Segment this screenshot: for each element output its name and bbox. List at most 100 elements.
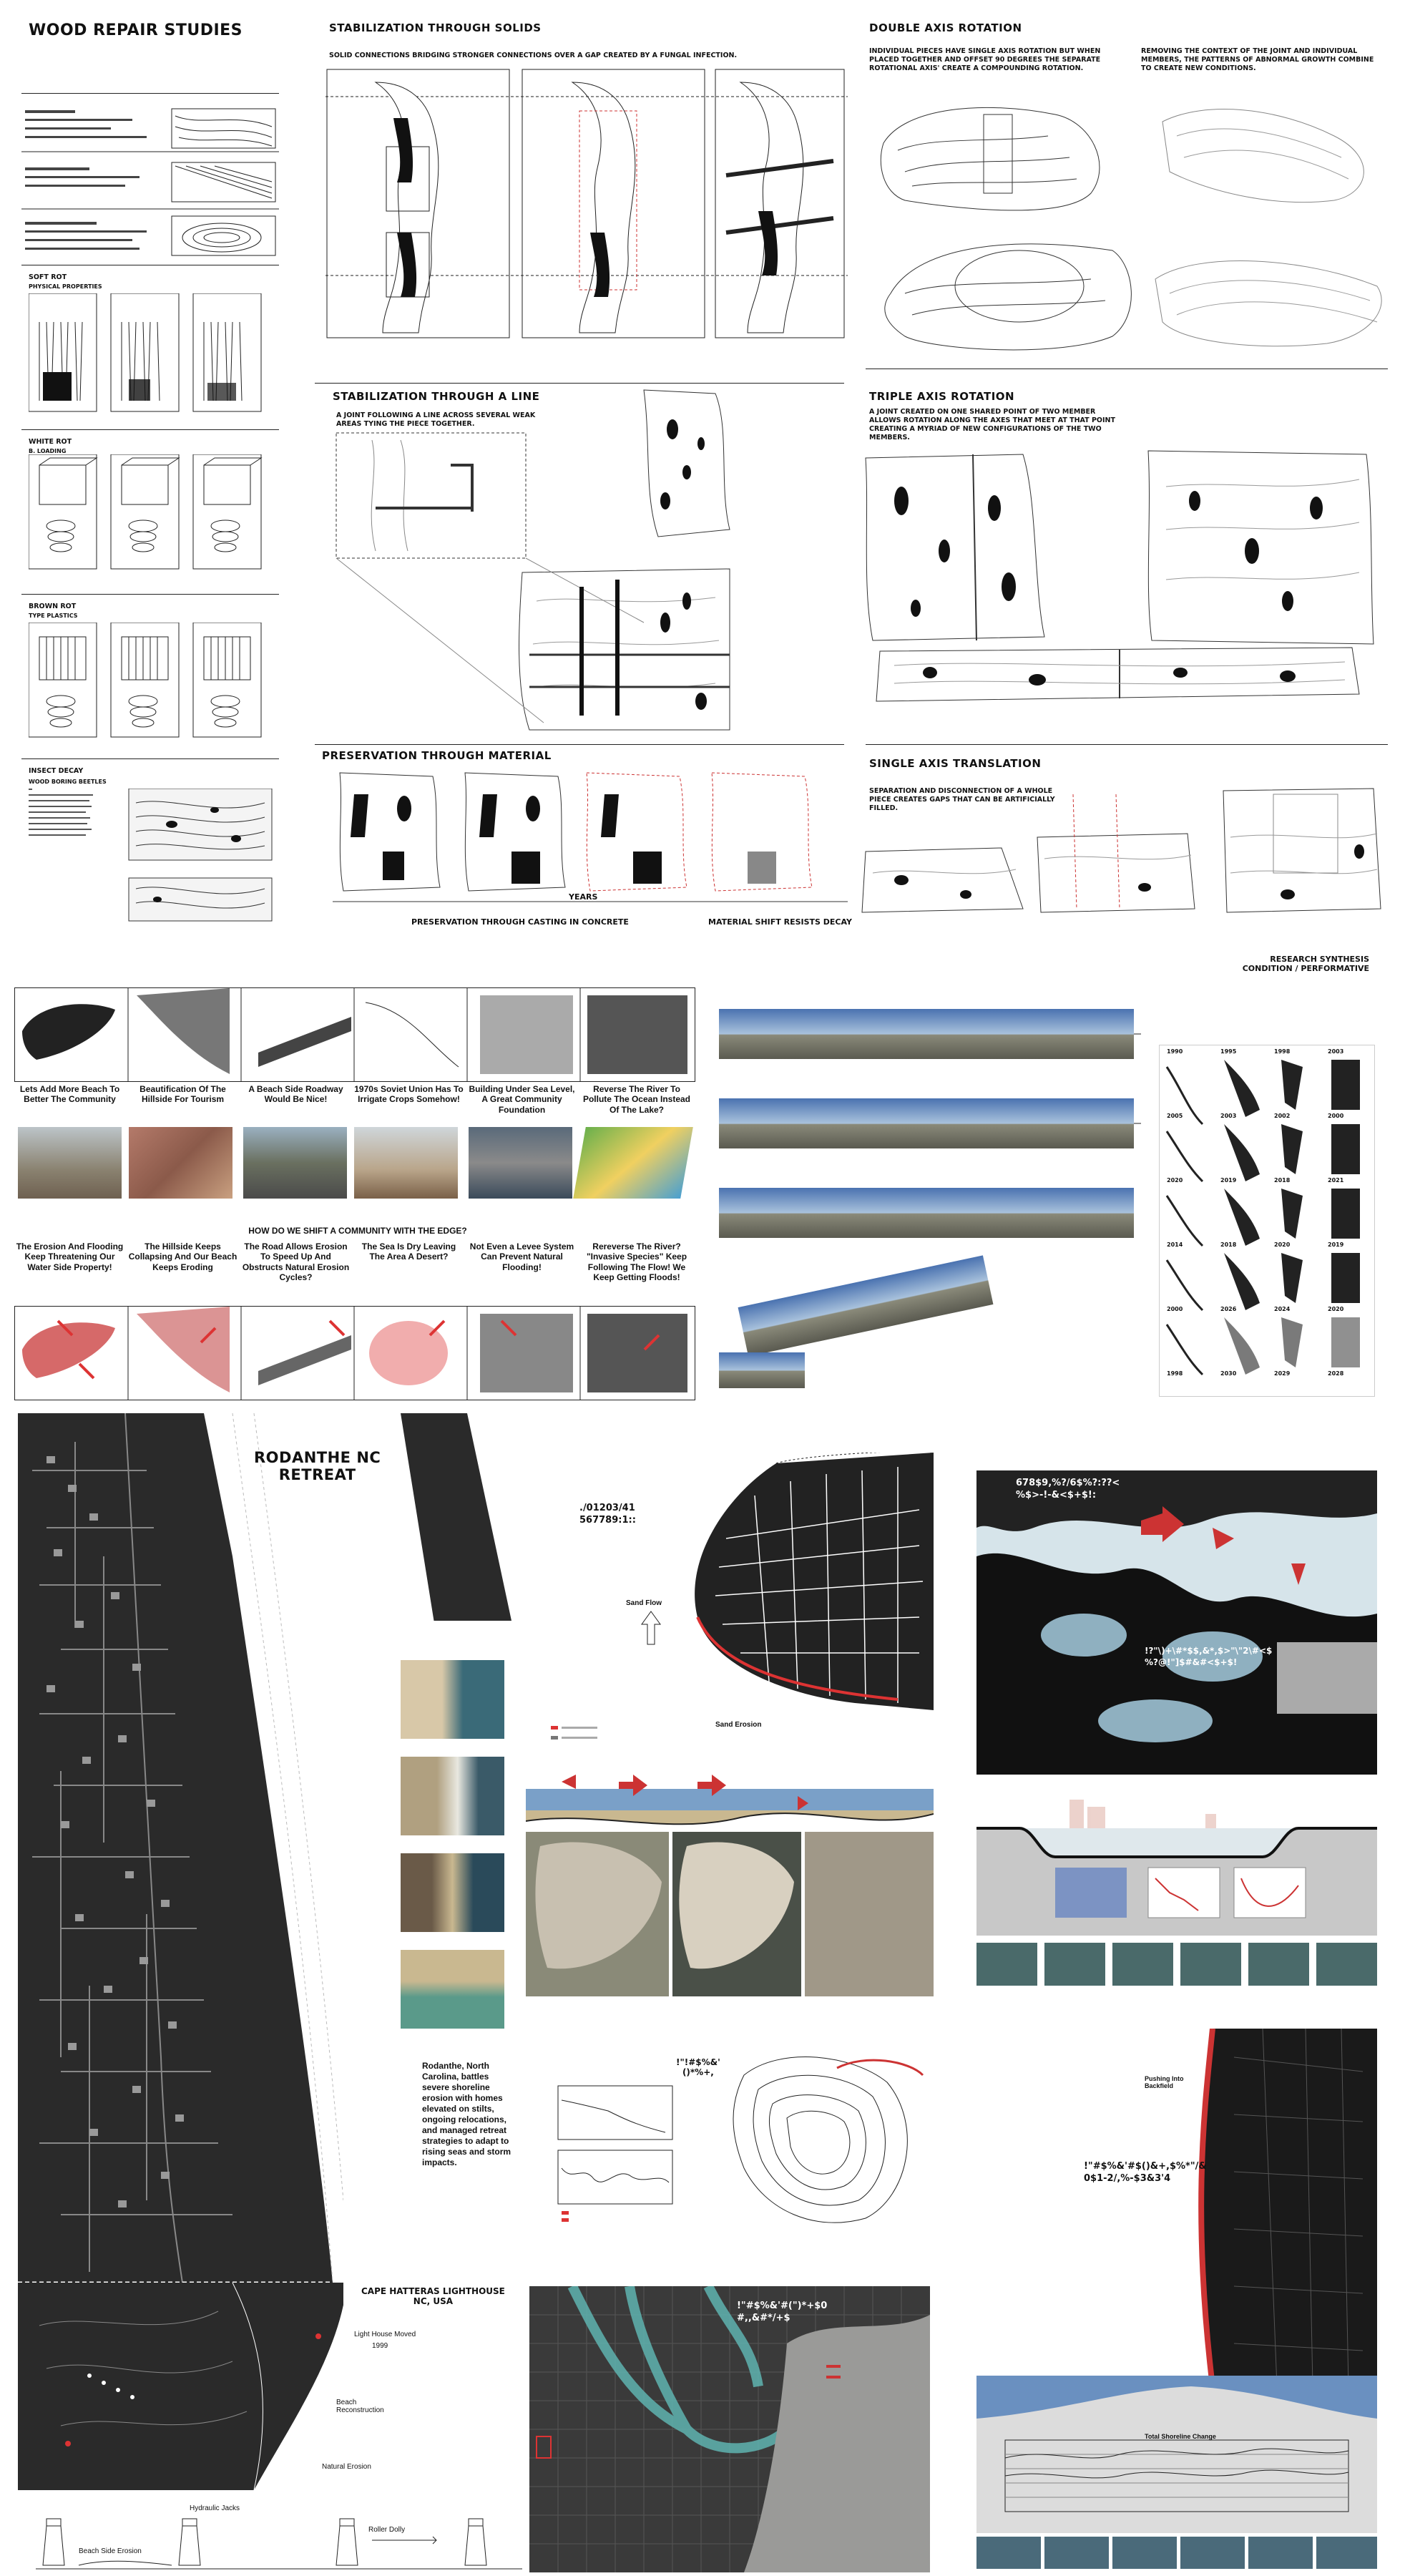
- beach-side-erosion-label: Beach Side Erosion: [79, 2547, 142, 2555]
- cyan-river-map: [529, 2286, 930, 2572]
- garbled-line-9: !"#$%&'#$()&+,$%*"/&: [1084, 2161, 1207, 2172]
- question-2b: The Hillside Keeps Collapsing And Our Be…: [128, 1241, 238, 1272]
- garbled-line-6: %?@!"]$#&#<$+$!: [1145, 1657, 1238, 1667]
- preservation-drawing: [333, 772, 848, 902]
- photo-roadway: [243, 1127, 347, 1199]
- right-dark-map-svg: [976, 2029, 1364, 2386]
- cyan-river-map-svg: [529, 2286, 930, 2572]
- year-label: 2003: [1328, 1048, 1344, 1055]
- year-label: 2005: [1167, 1113, 1183, 1119]
- lighthouse-title: CAPE HATTERAS LIGHTHOUSE NC, USA: [361, 2286, 505, 2306]
- lighthouse-map: [18, 2282, 347, 2491]
- brown-rot-sub: TYPE PLASTICS: [29, 613, 78, 619]
- white-rot-sub: B. LOADING: [29, 448, 67, 454]
- photo-beach-1: [18, 1127, 122, 1199]
- year-label: 1998: [1274, 1048, 1291, 1055]
- insect-decay-drawings: [29, 789, 273, 922]
- year-label: 2020: [1328, 1306, 1344, 1312]
- lighthouse-map-svg: [39, 2282, 347, 2491]
- year-label: 2020: [1274, 1241, 1291, 1248]
- stab-line-desc: A JOINT FOLLOWING A LINE ACROSS SEVERAL …: [336, 411, 536, 428]
- shoreline-chart: [976, 2376, 1377, 2569]
- year-label: 2018: [1220, 1241, 1237, 1248]
- aerial-photo-3: [401, 1853, 504, 1932]
- year-label: 2028: [1328, 1370, 1344, 1377]
- insect-decay-label: INSECT DECAY: [29, 767, 84, 775]
- year-label: 2014: [1167, 1241, 1183, 1248]
- left-studies-column: SOFT ROT PHYSICAL PROPERTIES WHITE ROT B…: [21, 86, 279, 930]
- photo-ships: [354, 1127, 458, 1199]
- beach-recon-label: Beach Reconstruction: [336, 2399, 384, 2414]
- bottom-map-strip-svg: [22, 1307, 687, 1400]
- right-flood-map-svg: [976, 1470, 1377, 1775]
- rodanthe-sheet: RODANTHE NC RETREAT Rodanthe, North Caro…: [0, 1410, 1405, 2576]
- garbled-line-10: 0$1-2/,%-$3&3'4: [1084, 2172, 1171, 2184]
- white-rot-diagrams: [29, 454, 263, 570]
- right-flood-map: [976, 1470, 1377, 1775]
- insect-decay-sub: WOOD BORING BEETLES: [29, 779, 107, 785]
- garbled-line-1: ./01203/41: [579, 1503, 635, 1513]
- preservation-caption-1: PRESERVATION THROUGH CASTING IN CONCRETE: [411, 917, 629, 927]
- garbled-line-12: #,,&#*/+$: [737, 2312, 790, 2323]
- garbled-text-right-3: !"#$%&'#$()&+,$%*"/& 0$1-2/,%-$3&3'4: [1084, 2161, 1207, 2185]
- soft-rot-diagrams: [29, 293, 262, 412]
- garbled-line-11: !"#$%&'#(")*+$0: [737, 2301, 828, 2311]
- right-section-elevation: [976, 1800, 1377, 1986]
- double-axis-drawing: [880, 107, 1382, 351]
- triple-axis-title: TRIPLE AXIS ROTATION: [869, 390, 1015, 403]
- question-4a: 1970s Soviet Union Has To Irrigate Crops…: [354, 1084, 464, 1105]
- aerial-photo-4: [401, 1950, 504, 2029]
- garbled-line-7: !"!#$%&': [676, 2057, 720, 2067]
- rodanthe-title-line2: RETREAT: [278, 1466, 356, 1483]
- triple-axis-drawing: [865, 450, 1374, 702]
- garbled-text-right-2: !?"\)+\#*$$,&*,$>"\"2\#<$ %?@!"]$#&#<$+$…: [1145, 1646, 1272, 1668]
- research-header-line2: CONDITION / PERFORMATIVE: [1242, 964, 1369, 973]
- white-rot-label: WHITE ROT: [29, 438, 72, 446]
- question-5b: Not Even a Levee System Can Prevent Natu…: [469, 1241, 574, 1272]
- year-label: 1998: [1167, 1370, 1183, 1377]
- question-3a: A Beach Side Roadway Would Be Nice!: [248, 1084, 343, 1105]
- roller-label: Roller Dolly: [368, 2526, 406, 2534]
- preservation-title: PRESERVATION THROUGH MATERIAL: [322, 749, 552, 762]
- center-question: HOW DO WE SHIFT A COMMUNITY WITH THE EDG…: [248, 1226, 467, 1236]
- year-label: 2030: [1220, 1370, 1237, 1377]
- lighthouse-moved-label: Light House Moved: [354, 2331, 416, 2338]
- stab-line-title: STABILIZATION THROUGH A LINE: [333, 390, 540, 403]
- peninsula-panorama: [526, 1775, 934, 1996]
- photo-river-diagram: [573, 1127, 693, 1199]
- natural-erosion-label: Natural Erosion: [322, 2463, 371, 2471]
- rodanthe-paragraph: Rodanthe, North Carolina, battles severe…: [422, 2061, 511, 2167]
- rodanthe-map-svg: [18, 1413, 344, 2284]
- single-axis-drawing: [861, 788, 1381, 913]
- question-3b: The Road Allows Erosion To Speed Up And …: [242, 1241, 350, 1283]
- total-shoreline-label: Total Shoreline Change: [1145, 2433, 1216, 2440]
- question-4b: The Sea Is Dry Leaving The Area A Desert…: [361, 1241, 456, 1262]
- double-axis-desc2: REMOVING THE CONTEXT OF THE JOINT AND IN…: [1141, 47, 1374, 72]
- year-grid-svg: [1165, 1060, 1360, 1376]
- question-1b: The Erosion And Flooding Keep Threatenin…: [16, 1241, 124, 1272]
- photo-flood: [469, 1127, 572, 1199]
- double-axis-desc: INDIVIDUAL PIECES HAVE SINGLE AXIS ROTAT…: [869, 47, 1101, 72]
- rodanthe-dark-map: [18, 1413, 344, 2284]
- year-label: 2018: [1274, 1177, 1291, 1184]
- year-label: 2020: [1167, 1177, 1183, 1184]
- garbled-text-cyan: !"#$%&'#(")*+$0 #,,&#*/+$: [737, 2301, 827, 2325]
- research-header-line1: RESEARCH SYNTHESIS: [1270, 955, 1369, 964]
- legend-small: [551, 1726, 597, 1740]
- year-label: 2019: [1220, 1177, 1237, 1184]
- year-label: 1990: [1167, 1048, 1183, 1055]
- contour-map: [733, 2057, 924, 2223]
- bottom-map-strip: [14, 1306, 695, 1400]
- brown-rot-diagrams: [29, 623, 262, 738]
- hydraulic-label: Hydraulic Jacks: [190, 2504, 240, 2512]
- pushing-label: Pushing Into Backfield: [1145, 2075, 1184, 2089]
- year-label: 2026: [1220, 1306, 1237, 1312]
- soft-rot-label: SOFT ROT: [29, 273, 67, 281]
- year-label: 2019: [1328, 1241, 1344, 1248]
- soft-rot-sub: PHYSICAL PROPERTIES: [29, 283, 102, 290]
- lighthouse-section: [36, 2518, 522, 2570]
- years-label: YEARS: [569, 892, 598, 902]
- preservation-caption-2: MATERIAL SHIFT RESISTS DECAY: [708, 917, 852, 927]
- panorama-strips: [719, 1009, 1141, 1388]
- garbled-line-4: %$>-!-&<$+$!:: [1016, 1489, 1097, 1501]
